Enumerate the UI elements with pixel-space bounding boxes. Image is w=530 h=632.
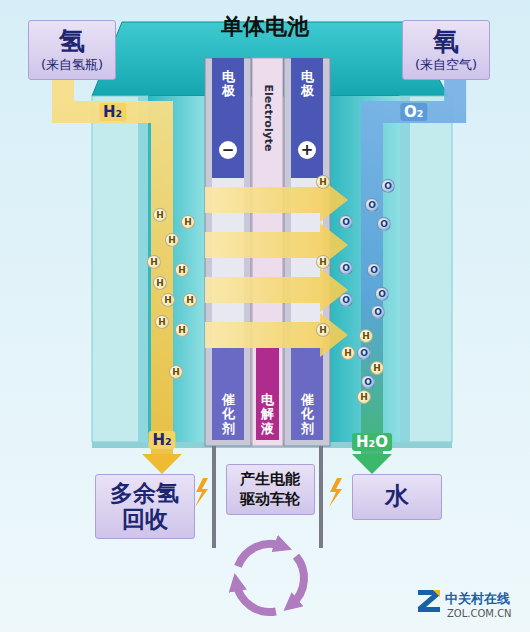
polarity-sign: − (219, 141, 237, 159)
watermark-logo (418, 590, 440, 612)
electrode-strip: 电极催化剂 (205, 58, 251, 446)
oxygen-atom: O (381, 179, 395, 193)
cathode-electrode (291, 58, 323, 178)
gas-label: H₂ (148, 431, 175, 449)
flow-arrow (352, 80, 455, 474)
proton-flow-arrows (205, 178, 348, 357)
hydrogen-atom: H (155, 315, 169, 329)
oxygen-atom: O (367, 263, 381, 277)
hydrogen-atom: H (153, 276, 167, 290)
right-end-plate (400, 96, 452, 442)
oxygen-atom: O (371, 305, 385, 319)
node-text: Electrolyte (261, 84, 274, 151)
cycle-arrow (237, 584, 276, 612)
arrow-head (352, 454, 392, 474)
energy-box: 产生电能 驱动车轮 (226, 464, 315, 515)
watermark: 中关村在线 (445, 590, 510, 608)
output-box: 水 (352, 474, 442, 520)
edge-label: H₂ (99, 103, 126, 121)
node-text: 多余氢 回收 (108, 480, 182, 533)
gas-source-box: 氧(来自空气) (402, 20, 490, 80)
hydrogen-atom: H (316, 323, 330, 337)
node-text: 氧 (415, 26, 477, 57)
spark-symbol (195, 478, 208, 507)
hydrogen-atom: H (165, 233, 179, 247)
polarity-sign: + (298, 141, 316, 159)
electrolyte-liquid (256, 348, 279, 440)
cycle-arrows (237, 544, 304, 612)
proton-arrow (205, 313, 348, 357)
output-box: 多余氢 回收 (95, 474, 195, 539)
hydrogen-atom: H (341, 346, 355, 360)
cycle-arrow (292, 556, 304, 604)
oxygen-atom: O (339, 215, 353, 229)
hydrogen-atom: H (175, 323, 189, 337)
watermark-logo (433, 590, 440, 597)
hydrogen-atom: H (370, 361, 384, 375)
hydrogen-atom: H (357, 390, 371, 404)
node-text: (来自氢瓶) (41, 57, 103, 74)
diagram-title: 单体电池 (221, 12, 309, 42)
hydrogen-atom: H (169, 365, 183, 379)
hydrogen-atom: H (183, 293, 197, 307)
electrode-strip: 电极催化剂 (284, 58, 330, 446)
cathode-catalyst (291, 348, 323, 440)
node-text: 电极 (222, 70, 235, 99)
wire (212, 446, 216, 548)
oxygen-atom: O (375, 287, 389, 301)
node-text: 催化剂 (222, 393, 235, 436)
cycle-arrow (238, 544, 282, 566)
gas-label: H₂O (352, 433, 392, 451)
anode-electrode (212, 58, 244, 178)
edge-label: O₂ (400, 103, 427, 121)
watermark: ZOL.COM.CN (447, 608, 512, 619)
oxygen-atom: O (339, 261, 353, 275)
hydrogen-atom: H (175, 263, 189, 277)
anode-catalyst (212, 348, 244, 440)
flow-arrow-body (372, 80, 455, 454)
hydrogen-atom: H (316, 175, 330, 189)
gas-source-box: 氢(来自氢瓶) (28, 20, 116, 80)
oxygen-atom: O (339, 293, 353, 307)
node-text: 水 (365, 480, 429, 514)
flow-arrow-body (63, 80, 162, 454)
oxygen-atom: O (377, 217, 391, 231)
proton-arrow (205, 268, 348, 312)
node-text: 电极 (301, 70, 314, 99)
hydrogen-atom: H (181, 215, 195, 229)
electrolyte-strip: Electrolyte 电解液 (252, 58, 283, 446)
flow-arrow (63, 80, 182, 474)
hydrogen-atom: H (153, 208, 167, 222)
node-text: 电解液 (261, 393, 274, 436)
wire (319, 446, 323, 548)
hydrogen-atom: H (316, 255, 330, 269)
arrow-head (142, 454, 182, 474)
left-end-plate (92, 96, 148, 442)
left-end-plate-edge (138, 96, 148, 442)
spark-symbol (329, 478, 342, 507)
hydrogen-atom: H (359, 329, 373, 343)
oxygen-atom: O (357, 346, 371, 360)
node-text: (来自空气) (415, 57, 477, 74)
node-text: 氢 (41, 26, 103, 57)
hydrogen-atom: H (161, 293, 175, 307)
oxygen-atom: O (365, 198, 379, 212)
oxygen-atom: O (361, 375, 375, 389)
right-end-plate-edge (400, 96, 410, 442)
node-text: 催化剂 (301, 393, 314, 436)
hydrogen-atom: H (147, 255, 161, 269)
node-text: 产生电能 驱动车轮 (239, 470, 302, 509)
